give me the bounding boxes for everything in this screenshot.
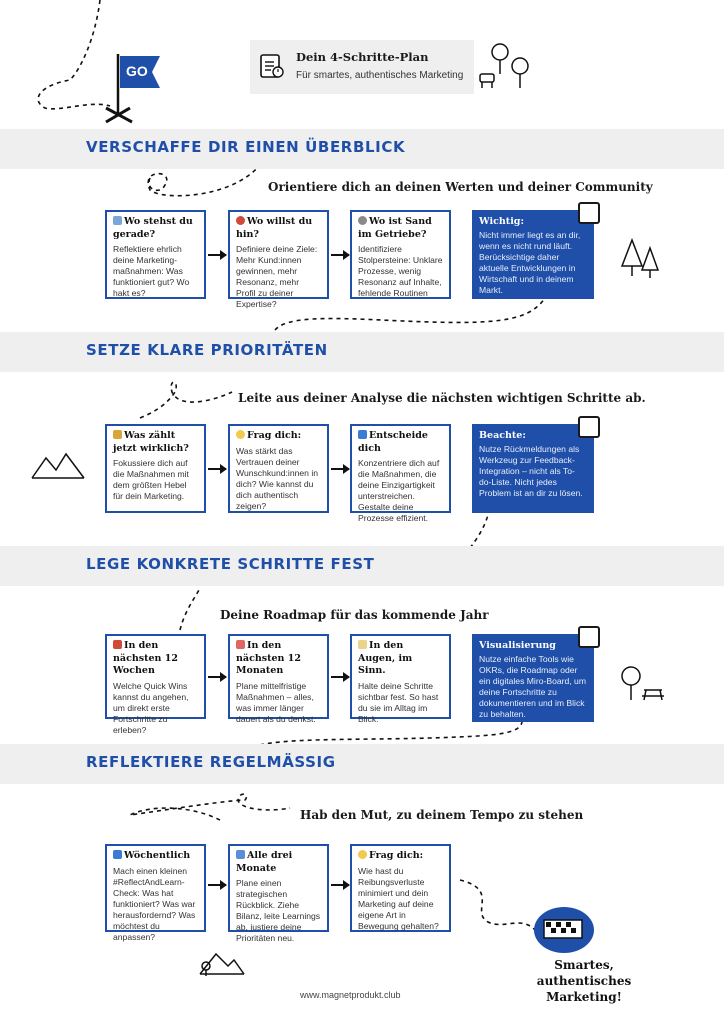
arrow-right-icon	[331, 250, 350, 260]
magnifier-icon	[113, 216, 122, 225]
step-title: Frag dich:	[247, 430, 302, 441]
memo-icon	[358, 640, 367, 649]
step-title: Wo ist Sand im Getriebe?	[358, 216, 432, 240]
note-title: Beachte:	[479, 430, 526, 441]
note-box: Visualisierung Nutze einfache Tools wie …	[472, 626, 600, 722]
step-text: Halte deine Schritte sichtbar fest. So h…	[358, 680, 439, 724]
arrow-right-icon	[331, 464, 350, 474]
repeat-icon	[113, 850, 122, 859]
lightbulb-icon	[236, 430, 245, 439]
step-text: Identifiziere Stolpersteine: Unklare Pro…	[358, 244, 443, 298]
go-flag: GO	[100, 52, 170, 124]
note-title: Visualisierung	[479, 640, 556, 651]
section-band-2: SETZE KLARE PRIORITÄTEN	[0, 332, 724, 372]
step-card: In den nächsten 12 Wochen Welche Quick W…	[105, 634, 206, 735]
note-box: Wichtig: Nicht immer liegt es an dir, we…	[472, 202, 600, 299]
step-title: In den Augen, im Sinn.	[358, 640, 413, 676]
trees-cow-doodle-icon	[479, 43, 529, 88]
step-text: Konzentriere dich auf die Maßnahmen, die…	[358, 458, 440, 523]
step-text: Plane einen strategischen Rückblick. Zie…	[236, 878, 321, 943]
section-subtitle: Leite aus deiner Analyse die nächsten wi…	[238, 391, 646, 405]
note-text: Nicht immer liegt es an dir, wenn es nic…	[479, 230, 581, 295]
step-card: Wöchentlich Mach einen kleinen #ReflectA…	[105, 844, 206, 942]
step-title: Alle drei Monate	[236, 850, 293, 874]
note-text: Nutze Rückmeldungen als Werkzeug zur Fee…	[479, 444, 583, 498]
step-card: Wo willst du hin? Definiere deine Ziele:…	[228, 210, 329, 309]
section-band-4: REFLEKTIERE REGELMÄSSIG	[0, 744, 724, 784]
step-title: Was zählt jetzt wirklich?	[113, 430, 189, 454]
step-card: Wo ist Sand im Getriebe? Identifiziere S…	[350, 210, 451, 299]
step-card: Was zählt jetzt wirklich? Fokussiere dic…	[105, 424, 206, 513]
shuffle-icon	[358, 430, 367, 439]
arrow-right-icon	[331, 672, 350, 682]
bar-chart-icon	[236, 850, 245, 859]
step-card: Frag dich: Was stärkt das Vertrauen dein…	[228, 424, 329, 513]
pencil-badge-icon	[578, 416, 600, 438]
tree-bench-icon	[621, 666, 664, 701]
plan-subtitle: Für smartes, authentisches Marketing	[296, 70, 464, 81]
target-icon	[236, 216, 245, 225]
section-title: LEGE KONKRETE SCHRITTE FEST	[86, 555, 375, 573]
gear-icon	[358, 216, 367, 225]
step-text: Plane mittelfristige Maßnahmen – alles, …	[236, 680, 316, 724]
step-text: Mach einen kleinen #ReflectAndLearn-Chec…	[113, 865, 196, 942]
note-title: Wichtig:	[479, 216, 524, 227]
plan-title: Dein 4-Schritte-Plan	[296, 50, 429, 64]
section-title: VERSCHAFFE DIR EINEN ÜBERBLICK	[86, 138, 406, 156]
lightbulb-icon	[358, 850, 367, 859]
closing-statement: Smartes, authentisches Marketing!	[536, 958, 632, 1004]
arrow-right-icon	[208, 464, 227, 474]
step-text: Reflektiere ehrlich deine Marketing-maßn…	[113, 244, 190, 298]
step-title: Wo stehst du gerade?	[113, 216, 193, 240]
step-title: Wo willst du hin?	[236, 216, 313, 240]
step-text: Fokussiere dich auf die Maßnahmen mit de…	[113, 458, 189, 501]
step-card: Frag dich: Wie hast du Reibungsverluste …	[350, 844, 451, 932]
calendar-icon	[113, 640, 122, 649]
section-subtitle: Orientiere dich an deinen Werten und dei…	[268, 180, 653, 194]
arrow-right-icon	[208, 672, 227, 682]
plan-header: Dein 4-Schritte-Plan Für smartes, authen…	[250, 40, 474, 94]
step-title: Wöchentlich	[124, 850, 191, 861]
mountains-icon	[31, 452, 85, 479]
checklist-icon	[260, 54, 284, 78]
finish-flag-icon	[534, 907, 594, 953]
step-title: Entscheide dich	[358, 430, 428, 454]
step-card: In den nächsten 12 Monaten Plane mittelf…	[228, 634, 329, 724]
step-card: Entscheide dich Konzentriere dich auf di…	[350, 424, 451, 523]
arrow-right-icon	[208, 250, 227, 260]
section-subtitle: Deine Roadmap für das kommende Jahr	[220, 608, 489, 622]
note-text: Nutze einfache Tools wie OKRs, die Roadm…	[479, 654, 586, 719]
go-flag-label: GO	[126, 63, 148, 79]
section-title: SETZE KLARE PRIORITÄTEN	[86, 341, 328, 359]
footer-url: www.magnetprodukt.club	[300, 990, 401, 1000]
key-icon	[113, 430, 122, 439]
section-title: REFLEKTIERE REGELMÄSSIG	[86, 753, 336, 771]
pencil-badge-icon	[578, 626, 600, 648]
pine-trees-icon	[620, 237, 660, 278]
step-title: Frag dich:	[369, 850, 424, 861]
pencil-badge-icon	[578, 202, 600, 224]
step-text: Definiere deine Ziele: Mehr Kund:innen g…	[236, 244, 318, 309]
flag-icon	[105, 54, 160, 124]
step-title: In den nächsten 12 Monaten	[236, 640, 301, 676]
section-band-1: VERSCHAFFE DIR EINEN ÜBERBLICK	[0, 129, 724, 169]
step-text: Wie hast du Reibungsverluste minimiert u…	[358, 865, 439, 931]
chart-up-icon	[236, 640, 245, 649]
step-title: In den nächsten 12 Wochen	[113, 640, 178, 676]
step-card: Wo stehst du gerade? Reflektiere ehrlich…	[105, 210, 206, 299]
arrow-right-icon	[208, 880, 227, 890]
step-text: Welche Quick Wins kannst du angehen, um …	[113, 680, 189, 735]
arrow-right-icon	[331, 880, 350, 890]
step-text: Was stärkt das Vertrauen deiner Wunschku…	[236, 445, 319, 511]
section-band-3: LEGE KONKRETE SCHRITTE FEST	[0, 546, 724, 586]
section-subtitle: Hab den Mut, zu deinem Tempo zu stehen	[300, 808, 584, 822]
note-box: Beachte: Nutze Rückmeldungen als Werkzeu…	[472, 416, 600, 513]
mountain-tree-icon	[199, 952, 245, 976]
step-card: Alle drei Monate Plane einen strategisch…	[228, 844, 329, 943]
step-card: In den Augen, im Sinn. Halte deine Schri…	[350, 634, 451, 724]
